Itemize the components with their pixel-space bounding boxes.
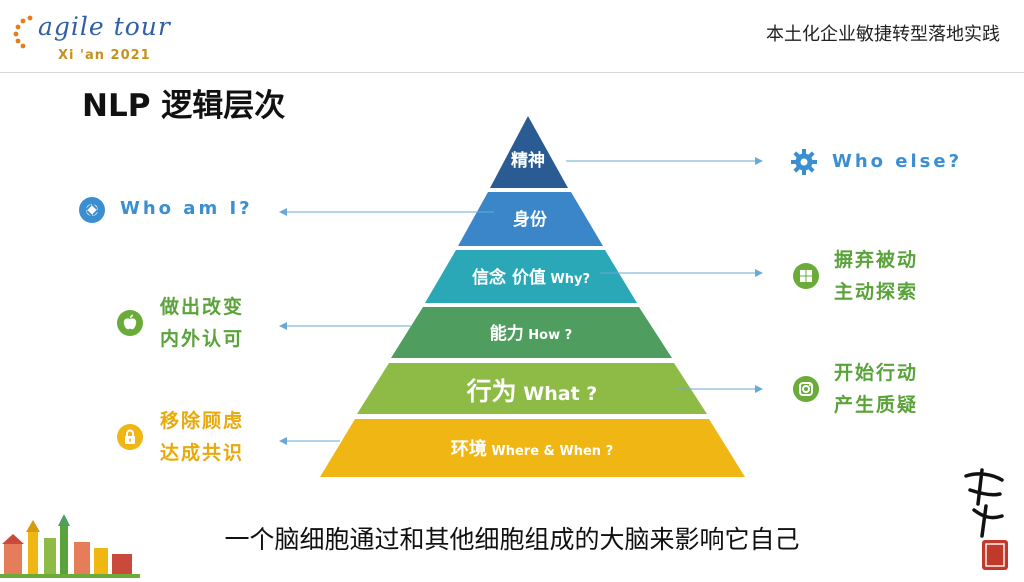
pyramid-level-2 xyxy=(458,192,603,246)
lock-icon xyxy=(116,423,144,451)
label-why-line1: 摒弃被动 xyxy=(834,249,919,271)
label-who-else: Who else? xyxy=(832,151,963,172)
calligraphy-seal xyxy=(952,466,1014,574)
logo-text: agile tour xyxy=(38,12,171,41)
pyramid-level-2-label: 身份 xyxy=(513,209,548,230)
logo xyxy=(10,10,40,56)
label-env-line2: 达成共识 xyxy=(160,442,245,464)
label-why: 摒弃被动 主动探索 xyxy=(834,244,918,308)
city-skyline-illustration xyxy=(0,508,140,578)
pyramid-level-6-label: 环境 Where & When ? xyxy=(451,438,613,460)
pyramid-level-3-label: 信念 价值 Why? xyxy=(472,267,590,288)
label-env-line1: 移除顾虑 xyxy=(160,410,245,432)
label-how-line2: 内外认可 xyxy=(160,328,245,350)
label-environment: 移除顾虑 达成共识 xyxy=(160,405,244,469)
pyramid-level-6 xyxy=(320,419,745,477)
label-who-am-i: Who am I? xyxy=(120,198,253,219)
camera-aperture-icon xyxy=(78,196,106,224)
apple-icon xyxy=(116,309,144,337)
pyramid-level-3 xyxy=(425,250,637,303)
header-title: 本土化企业敏捷转型落地实践 xyxy=(766,24,1000,45)
label-how: 做出改变 内外认可 xyxy=(160,291,244,355)
windows-icon xyxy=(792,262,820,290)
pyramid-level-1 xyxy=(490,116,568,188)
label-how-line1: 做出改变 xyxy=(160,296,245,318)
pyramid-level-4 xyxy=(391,307,672,358)
pyramid-level-1-label: 精神 xyxy=(511,150,545,171)
pyramid-level-5-label: 行为 What ? xyxy=(466,377,598,406)
logo-subtext: Xi 'an 2021 xyxy=(58,48,151,63)
label-what: 开始行动 产生质疑 xyxy=(834,357,918,421)
label-what-line1: 开始行动 xyxy=(834,362,919,384)
label-what-line2: 产生质疑 xyxy=(834,394,919,416)
pyramid-level-5 xyxy=(357,363,707,414)
label-why-line2: 主动探索 xyxy=(834,281,919,303)
page-title: NLP 逻辑层次 xyxy=(82,88,286,124)
header-divider xyxy=(0,72,1024,73)
pyramid-level-4-label: 能力 How ? xyxy=(490,323,572,344)
instagram-icon xyxy=(792,375,820,403)
gear-icon xyxy=(790,148,818,176)
caption: 一个脑细胞通过和其他细胞组成的大脑来影响它自己 xyxy=(224,525,800,554)
